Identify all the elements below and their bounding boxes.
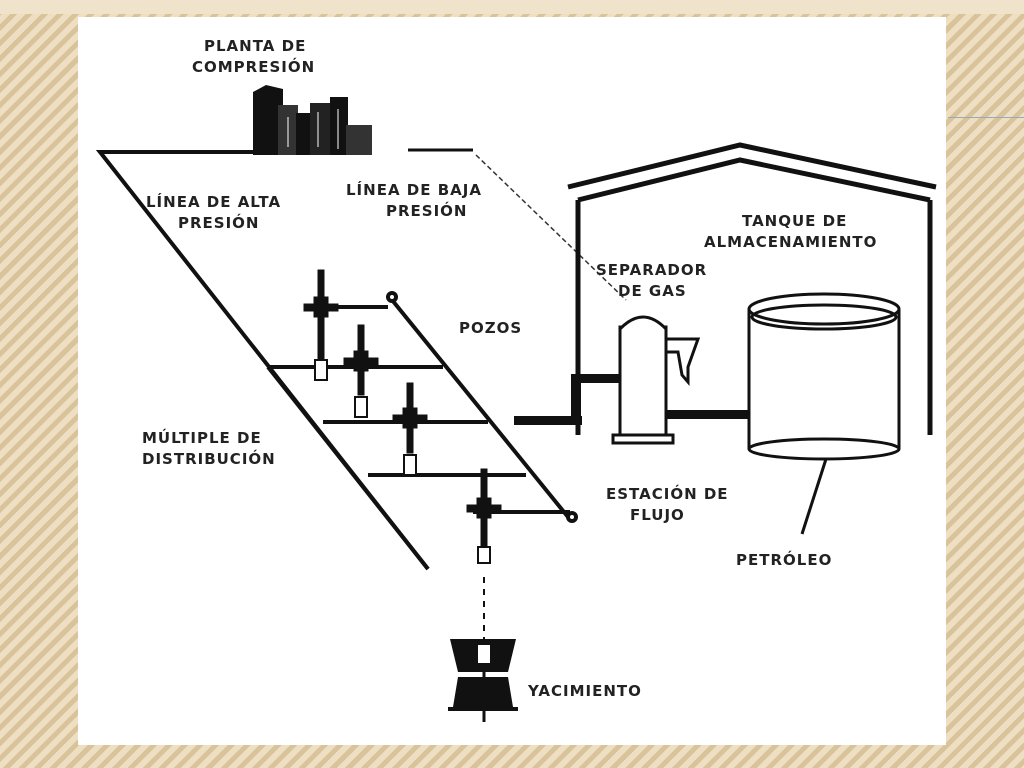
slide-canvas: PLANTA DE COMPRESIÓN LÍNEA DE ALTA PRESI… xyxy=(78,17,946,745)
wellhead-3 xyxy=(392,382,428,476)
oil-leader-line xyxy=(800,458,828,535)
label-flow-station: ESTACIÓN DE FLUJO xyxy=(606,484,735,524)
storage-tank-icon xyxy=(747,292,901,461)
label-gas-separator: SEPARADOR DE GAS xyxy=(596,261,713,300)
oil-production-diagram: PLANTA DE COMPRESIÓN LÍNEA DE ALTA PRESI… xyxy=(95,37,937,722)
low-pressure-line xyxy=(408,148,627,301)
label-reservoir: YACIMIENTO xyxy=(527,682,642,700)
wells xyxy=(303,269,502,647)
label-compression-plant: PLANTA DE COMPRESIÓN xyxy=(192,37,315,76)
title-rule-line xyxy=(948,117,1024,118)
label-storage-tank: TANQUE DE ALMACENAMIENTO xyxy=(704,212,877,251)
label-oil: PETRÓLEO xyxy=(736,550,832,569)
reservoir-icon xyxy=(448,639,518,722)
top-decor-band xyxy=(0,0,1024,14)
distribution-manifold xyxy=(266,291,578,571)
process-pipes xyxy=(514,374,751,425)
wellhead-4 xyxy=(466,468,502,564)
label-low-pressure-line: LÍNEA DE BAJA PRESIÓN xyxy=(346,180,488,220)
compression-plant-icon xyxy=(253,85,372,155)
wellhead-1 xyxy=(303,269,339,381)
label-high-pressure-line: LÍNEA DE ALTA PRESIÓN xyxy=(146,192,287,232)
label-distribution-manifold: MÚLTIPLE DE DISTRIBUCIÓN xyxy=(142,428,276,468)
label-wells: POZOS xyxy=(459,319,522,337)
gas-separator-icon xyxy=(611,315,701,445)
wellhead-2 xyxy=(343,324,379,418)
